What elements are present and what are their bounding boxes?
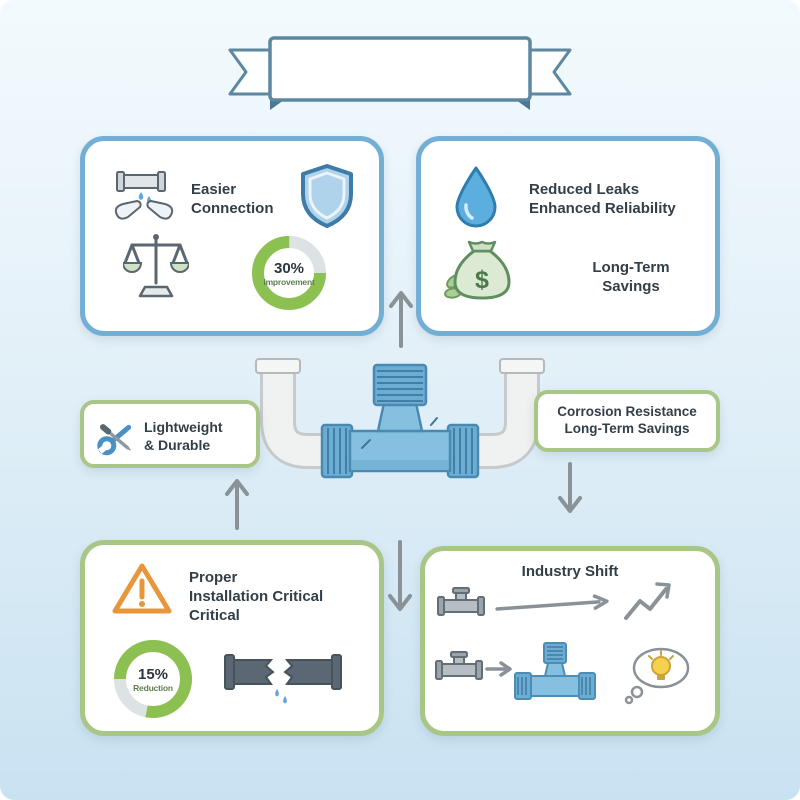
proper-installation-title: Proper Installation Critical Critical xyxy=(189,569,324,624)
improvement-donut-chart: 30% Improvement xyxy=(245,229,333,317)
industry-shift-title: Industry Shift xyxy=(521,563,619,580)
scales-icon xyxy=(123,234,189,298)
reduced-leaks-title: Reduced Leaks Enhanced Reliability xyxy=(529,181,676,217)
water-drop-icon xyxy=(455,166,497,228)
card-easier-connection: Easier Connection 30% Improv xyxy=(80,136,384,336)
arrow-up-center-icon xyxy=(389,291,413,348)
reduction-donut-chart: 15% Reduction xyxy=(107,633,199,725)
long-term-savings-label: Long-Term Savings xyxy=(592,259,670,295)
long-right-arrow-icon xyxy=(495,594,609,611)
arrow-down-right-icon xyxy=(558,462,582,513)
plastic-tee-fitting-icon xyxy=(514,642,596,700)
arrow-down-center-icon xyxy=(388,540,412,611)
metal-fitting-icon xyxy=(435,651,483,680)
ribbon-banner xyxy=(228,36,572,110)
reduction-donut-ring xyxy=(114,640,192,718)
short-right-arrow-icon xyxy=(485,661,512,677)
easier-connection-title: Easier Connection xyxy=(191,181,274,217)
card-industry-shift: Industry Shift xyxy=(420,546,720,736)
idea-thought-bubble-icon xyxy=(624,647,690,705)
trend-up-arrow-icon xyxy=(624,582,671,620)
warning-triangle-icon xyxy=(112,563,172,614)
card-proper-installation: Proper Installation Critical Critical 15… xyxy=(80,540,384,736)
card-corrosion-resistance: Corrosion Resistance Long-Term Savings xyxy=(534,390,720,452)
svg-text:$: $ xyxy=(475,266,489,294)
broken-pipe-icon xyxy=(224,654,342,704)
lightweight-durable-label: Lightweight & Durable xyxy=(144,419,223,453)
metal-fitting-icon xyxy=(437,587,485,616)
arrow-up-left-icon xyxy=(225,479,249,530)
corrosion-resistance-label: Corrosion Resistance Long-Term Savings xyxy=(557,404,697,436)
tee-pipe-fitting-illustration xyxy=(255,358,545,479)
tools-icon xyxy=(97,424,132,456)
pipe-in-hands-icon xyxy=(114,171,174,220)
card-reduced-leaks: Reduced Leaks Enhanced Reliability $ Lon… xyxy=(416,136,720,336)
improvement-donut-ring xyxy=(252,236,326,310)
shield-icon xyxy=(301,164,353,228)
card-lightweight-durable: Lightweight & Durable xyxy=(80,400,260,468)
money-bag-icon: $ xyxy=(444,240,511,300)
